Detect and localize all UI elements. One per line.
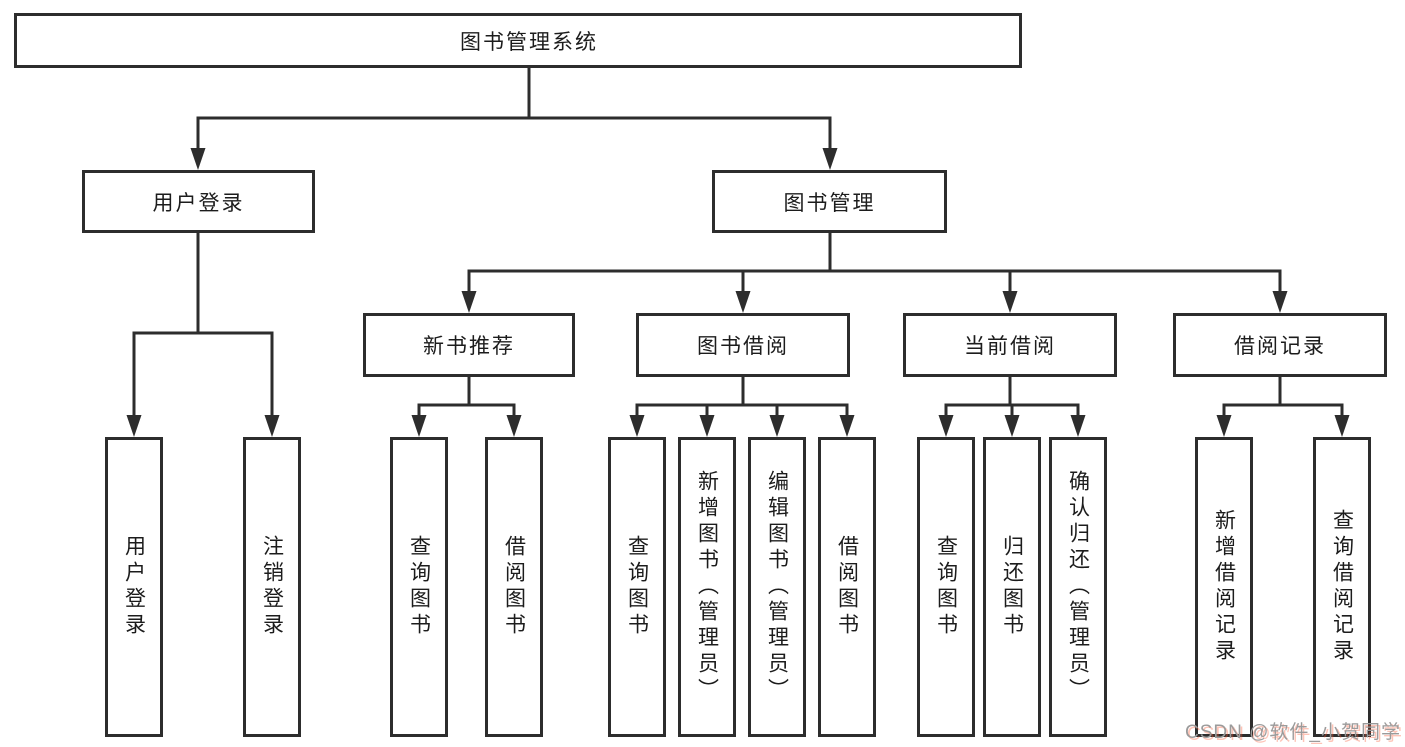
book-borrow-rail [635, 403, 849, 420]
leaf-return-book: 归还图书 [983, 437, 1041, 737]
leaf-logout: 注销登录 [243, 437, 301, 737]
node-label: 查询图书 [407, 535, 431, 639]
node-label: 编辑图书（管理员） [765, 470, 789, 704]
node-user-login: 用户登录 [82, 170, 315, 233]
node-label: 确认归还（管理员） [1066, 470, 1090, 704]
level1-rail [196, 116, 832, 150]
node-label: 新增借阅记录 [1212, 509, 1236, 665]
node-label: 用户登录 [122, 535, 146, 639]
node-label: 用户登录 [152, 191, 245, 215]
leaf-add-borrow-record: 新增借阅记录 [1195, 437, 1253, 737]
leaf-query-book-borrow: 查询图书 [608, 437, 666, 737]
borrow-record-rail [1222, 403, 1344, 420]
node-label: 查询图书 [934, 535, 958, 639]
leaf-query-book-current: 查询图书 [917, 437, 975, 737]
node-label: 查询借阅记录 [1330, 509, 1354, 665]
leaf-borrow-book: 借阅图书 [818, 437, 876, 737]
node-current-borrow: 当前借阅 [903, 313, 1117, 377]
node-borrow-records: 借阅记录 [1173, 313, 1387, 377]
node-label: 图书管理 [783, 191, 876, 215]
user-login-rail [132, 331, 274, 420]
node-label: 借阅记录 [1234, 335, 1326, 358]
node-book-management: 图书管理 [712, 170, 947, 233]
node-label: 借阅图书 [835, 535, 859, 639]
node-book-borrow: 图书借阅 [636, 313, 850, 377]
leaf-query-borrow-record: 查询借阅记录 [1313, 437, 1371, 737]
leaf-confirm-return-admin: 确认归还（管理员） [1049, 437, 1107, 737]
node-label: 查询图书 [625, 535, 649, 639]
node-label: 图书借阅 [697, 335, 789, 358]
book-mgmt-rail [467, 269, 1282, 296]
leaf-edit-book-admin: 编辑图书（管理员） [748, 437, 806, 737]
new-book-rail [417, 403, 516, 420]
node-label: 当前借阅 [964, 335, 1056, 358]
node-new-book-recommend: 新书推荐 [363, 313, 575, 377]
node-label: 新增图书（管理员） [695, 470, 719, 704]
arrowheads [126, 148, 1350, 437]
leaf-query-book-recommend: 查询图书 [390, 437, 448, 737]
node-label: 注销登录 [260, 535, 284, 639]
node-label: 新书推荐 [423, 335, 515, 358]
node-label: 归还图书 [1000, 535, 1024, 639]
node-label: 图书管理系统 [460, 30, 598, 54]
leaf-user-login: 用户登录 [105, 437, 163, 737]
node-library-system: 图书管理系统 [14, 13, 1022, 68]
watermark: CSDN @软件_小贺同学 [1185, 722, 1401, 743]
leaf-borrow-book-recommend: 借阅图书 [485, 437, 543, 737]
node-label: 借阅图书 [502, 535, 526, 639]
leaf-add-book-admin: 新增图书（管理员） [678, 437, 736, 737]
